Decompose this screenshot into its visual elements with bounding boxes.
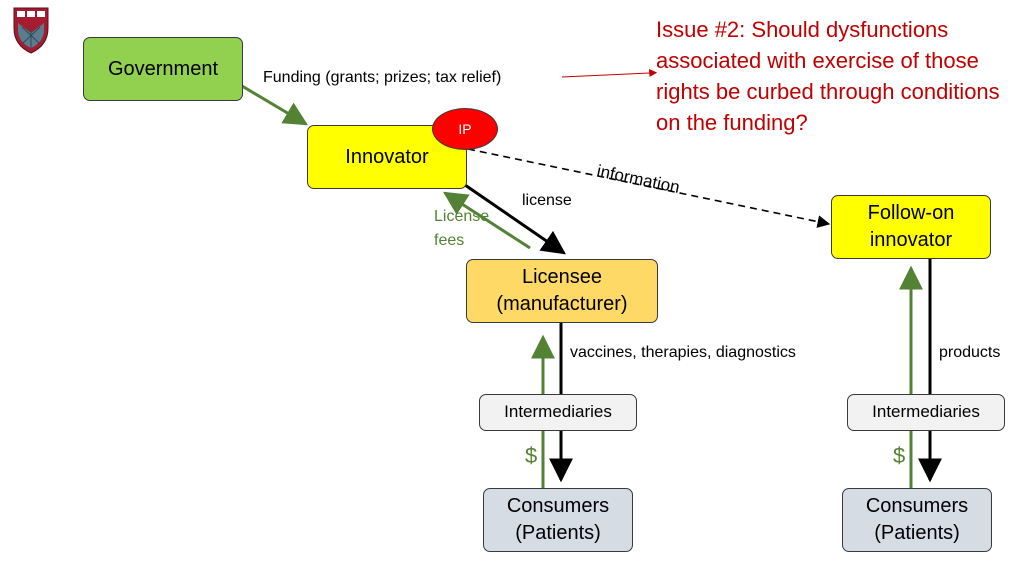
license-fees-label: License fees — [434, 205, 489, 253]
funding-arrow — [241, 84, 309, 126]
license-label: license — [522, 192, 572, 209]
ip-badge: IP — [432, 108, 498, 150]
follow-on-innovator-node: Follow-on innovator — [831, 195, 991, 259]
intermediaries-right-node: Intermediaries — [847, 394, 1005, 431]
government-node: Government — [83, 37, 243, 101]
consumers-left-label-line2: (Patients) — [515, 522, 601, 544]
government-label: Government — [107, 57, 219, 80]
logo — [12, 6, 50, 54]
information-arrow — [467, 148, 831, 228]
consumers-right-label-line1: Consumers — [865, 495, 969, 517]
license-fees-label-line2: fees — [434, 232, 465, 249]
intermediaries-left-label: Intermediaries — [504, 402, 612, 422]
harvard-law-shield-icon — [13, 7, 49, 54]
issue-pointer-arrow — [561, 69, 658, 78]
vaccines-label: vaccines, therapies, diagnostics — [570, 344, 796, 361]
consumers-left-label-line1: Consumers — [506, 495, 610, 517]
funding-label: Funding (grants; prizes; tax relief) — [263, 69, 502, 86]
follow-on-label-line2: innovator — [869, 229, 953, 251]
consumers-right-label-line2: (Patients) — [874, 522, 960, 544]
products-label: products — [939, 344, 1001, 361]
licensee-label-line1: Licensee — [521, 266, 603, 288]
innovator-label: Innovator — [345, 145, 429, 168]
ip-badge-label: IP — [458, 120, 472, 137]
licensee-node: Licensee (manufacturer) — [466, 259, 658, 323]
dollar-right-label: $ — [893, 443, 906, 468]
license-fees-arrow — [442, 191, 531, 250]
license-arrow — [464, 183, 566, 255]
follow-on-label-line1: Follow-on — [867, 202, 955, 224]
license-fees-label-line1: License — [434, 208, 490, 225]
consumers-right-node: Consumers (Patients) — [842, 488, 992, 552]
information-label: information — [595, 161, 681, 197]
intermediaries-right-label: Intermediaries — [872, 402, 980, 422]
licensee-label-line2: (manufacturer) — [496, 293, 628, 315]
dollar-left-label: $ — [525, 443, 538, 468]
issue-callout: Issue #2: Should dysfunctions associated… — [656, 17, 1000, 135]
intermediaries-left-node: Intermediaries — [479, 394, 637, 431]
consumers-left-node: Consumers (Patients) — [483, 488, 633, 552]
